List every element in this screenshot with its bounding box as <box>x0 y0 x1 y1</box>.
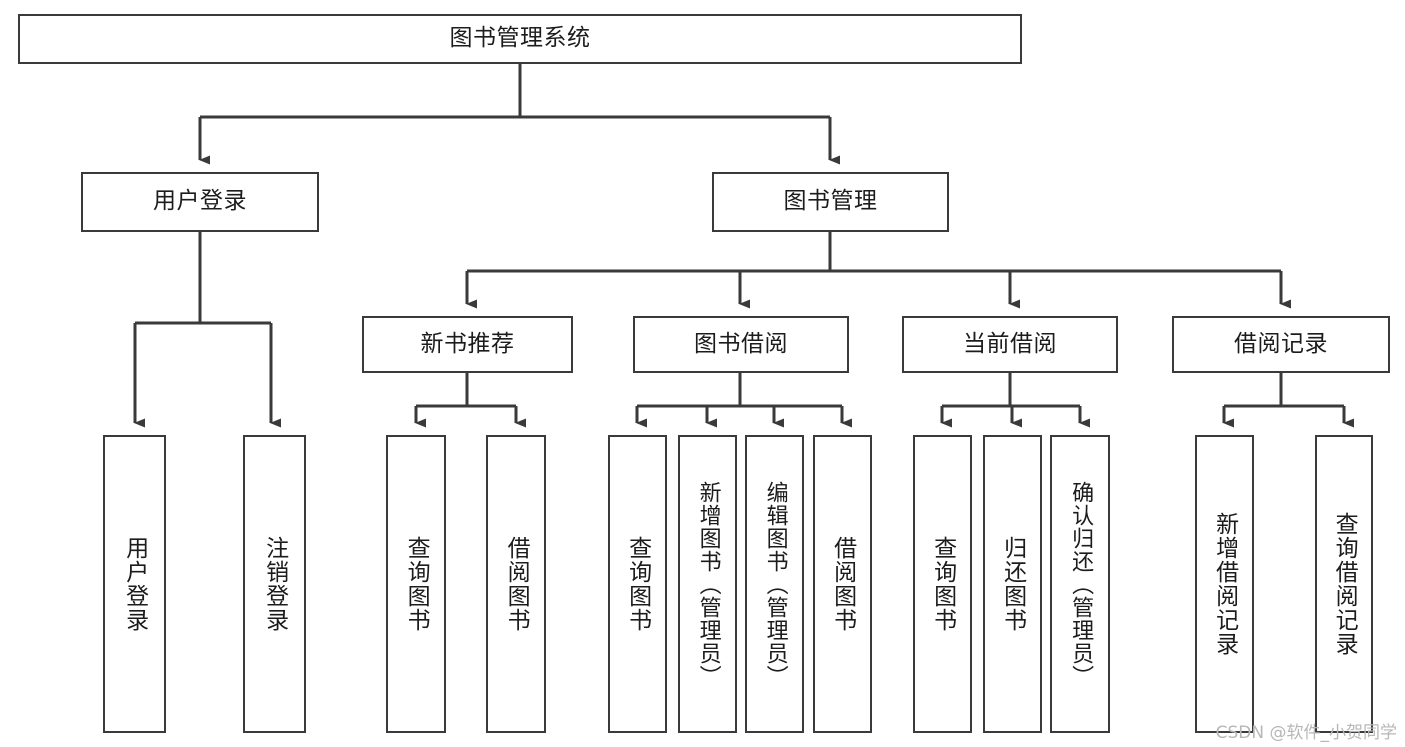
leaf-query-book-borrow[interactable]: 查询图书 <box>608 435 667 733</box>
node-current-borrow[interactable]: 当前借阅 <box>902 316 1118 373</box>
node-root[interactable]: 图书管理系统 <box>18 14 1022 64</box>
leaf-query-borrow-record-label: 查询借阅记录 <box>1331 512 1358 656</box>
leaf-query-borrow-record[interactable]: 查询借阅记录 <box>1315 435 1373 733</box>
leaf-borrow-book-recommend-label: 借阅图书 <box>503 536 530 632</box>
connector-group-book-manage <box>465 232 1291 309</box>
leaf-add-book-admin-label: 新增图书（管理员） <box>695 480 721 688</box>
leaf-query-book-current-label: 查询图书 <box>929 536 956 632</box>
node-borrow-record[interactable]: 借阅记录 <box>1172 316 1390 373</box>
leaf-logout-label: 注销登录 <box>261 536 288 632</box>
leaf-edit-book-admin[interactable]: 编辑图书（管理员） <box>745 435 804 733</box>
leaf-return-book[interactable]: 归还图书 <box>983 435 1042 733</box>
leaf-add-borrow-record-label: 新增借阅记录 <box>1211 512 1238 656</box>
leaf-edit-book-admin-label: 编辑图书（管理员） <box>762 480 788 688</box>
node-book-management[interactable]: 图书管理 <box>712 172 949 232</box>
connector-group-current-borrow <box>940 373 1090 428</box>
connector-group-new-book <box>414 373 526 428</box>
leaf-borrow-book-label: 借阅图书 <box>829 536 856 632</box>
leaf-query-book-borrow-label: 查询图书 <box>624 536 651 632</box>
leaf-borrow-book[interactable]: 借阅图书 <box>813 435 872 733</box>
leaf-add-borrow-record[interactable]: 新增借阅记录 <box>1195 435 1254 733</box>
node-root-label: 图书管理系统 <box>449 25 591 52</box>
leaf-user-login[interactable]: 用户登录 <box>103 435 166 733</box>
leaf-return-book-label: 归还图书 <box>999 536 1026 632</box>
leaf-borrow-book-recommend[interactable]: 借阅图书 <box>486 435 546 733</box>
node-current-borrow-label: 当前借阅 <box>963 330 1057 357</box>
leaf-user-login-label: 用户登录 <box>121 536 148 632</box>
leaf-logout[interactable]: 注销登录 <box>243 435 306 733</box>
leaf-confirm-return-admin-label: 确认归还（管理员） <box>1068 480 1094 688</box>
node-book-borrow[interactable]: 图书借阅 <box>633 316 849 373</box>
csdn-watermark: CSDN @软件_小贺同学 <box>1215 723 1397 743</box>
connector-group-user-login <box>133 232 281 428</box>
leaf-confirm-return-admin[interactable]: 确认归还（管理员） <box>1050 435 1110 733</box>
leaf-add-book-admin[interactable]: 新增图书（管理员） <box>678 435 737 733</box>
leaf-query-book-recommend-label: 查询图书 <box>403 536 430 632</box>
node-user-login[interactable]: 用户登录 <box>81 172 319 232</box>
node-user-login-label: 用户登录 <box>153 188 247 215</box>
connector-group-borrow-record <box>1222 373 1354 428</box>
connector-group-root <box>198 64 840 165</box>
node-new-book-recommend-label: 新书推荐 <box>420 330 515 357</box>
node-borrow-record-label: 借阅记录 <box>1234 330 1328 357</box>
node-new-book-recommend[interactable]: 新书推荐 <box>362 316 573 373</box>
connector-group-book-borrow <box>635 373 852 428</box>
leaf-query-book-current[interactable]: 查询图书 <box>913 435 972 733</box>
node-book-borrow-label: 图书借阅 <box>694 330 788 357</box>
leaf-query-book-recommend[interactable]: 查询图书 <box>386 435 446 733</box>
node-book-management-label: 图书管理 <box>783 188 878 215</box>
